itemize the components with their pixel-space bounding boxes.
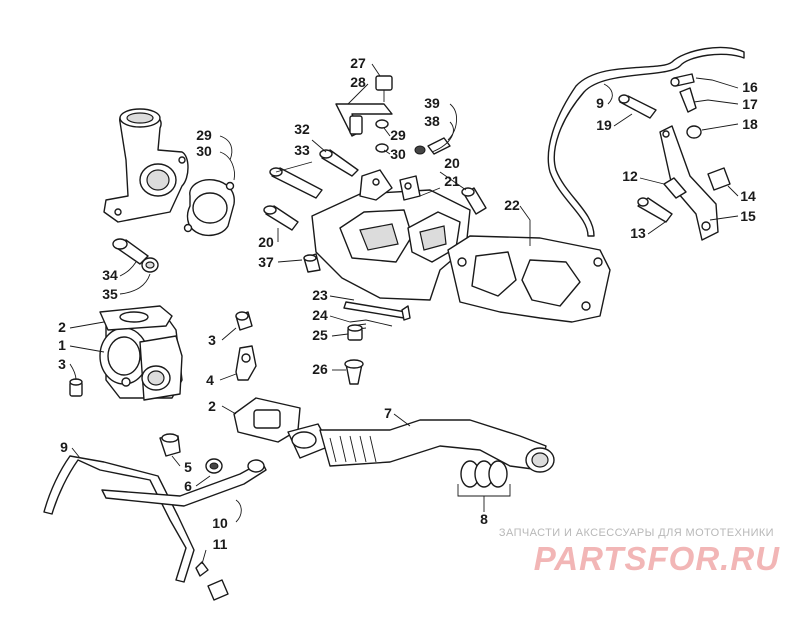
callout-label: 3 [208, 332, 216, 348]
callout-label: 25 [312, 327, 328, 343]
gasket-2-lower [233, 397, 301, 443]
hose-9-lower [43, 455, 195, 583]
callout-label: 17 [742, 96, 758, 112]
callout-label: 29 [196, 127, 212, 143]
bolt-12 [663, 177, 687, 199]
washer-36 [141, 257, 159, 273]
callout-label: 20 [444, 155, 460, 171]
callout-label: 27 [350, 55, 366, 71]
bolt-20-right [461, 187, 487, 215]
callout-label: 26 [312, 361, 328, 377]
callout-label: 16 [742, 79, 758, 95]
callout-label: 30 [390, 146, 406, 162]
callout-label: 9 [60, 439, 68, 455]
callout-label: 29 [390, 127, 406, 143]
sensor-29 [375, 75, 393, 102]
pin-16 [670, 73, 695, 87]
callout-label: 20 [258, 234, 274, 250]
callout-label: 6 [184, 478, 192, 494]
callout-label: 39 [424, 95, 440, 111]
callout-label: 37 [258, 254, 274, 270]
callout-label: 12 [622, 168, 638, 184]
gasket-2-upper [99, 305, 173, 331]
clip-17 [679, 87, 697, 113]
water-outlet-elbow [103, 108, 189, 223]
callout-label: 11 [213, 536, 228, 552]
callout-label: 18 [742, 116, 758, 132]
bolt-38-39 [414, 137, 451, 155]
watermark-brand: PARTSFOR.RU [534, 540, 780, 577]
callout-label: 9 [596, 95, 604, 111]
clamp-11 [195, 561, 229, 601]
callout-label: 14 [740, 188, 756, 204]
callout-label: 8 [480, 511, 488, 527]
leader-lines [69, 63, 739, 565]
callout-label: 22 [504, 197, 520, 213]
callout-label: 2 [58, 319, 66, 335]
watermark-tagline: ЗАПЧАСТИ И АКСЕССУАРЫ ДЛЯ МОТОТЕХНИКИ [499, 527, 774, 539]
bolt-27 [319, 149, 359, 177]
callout-label: 5 [184, 459, 192, 475]
callout-label: 2 [208, 398, 216, 414]
callout-label: 3 [58, 356, 66, 372]
callout-label: 33 [294, 142, 310, 158]
intake-pipe [287, 419, 555, 473]
stud-37 [303, 253, 321, 273]
callout-label: 1 [58, 337, 66, 353]
intake-flange [99, 315, 183, 401]
hose-10 [101, 459, 267, 507]
bolt-3-mid [235, 311, 253, 331]
bolt-35 [112, 238, 149, 265]
callout-label: 30 [196, 143, 212, 159]
hose-9-upper [547, 46, 745, 237]
callout-label: 24 [312, 307, 328, 323]
callout-label: 19 [596, 117, 612, 133]
bushing-25 [347, 324, 363, 341]
callout-label: 4 [206, 372, 214, 388]
callout-label: 10 [212, 515, 228, 531]
callout-label: 34 [102, 267, 118, 283]
callout-label: 23 [312, 287, 328, 303]
rod-23 [343, 301, 411, 321]
bolt-3-left [69, 378, 83, 397]
intake-manifold [311, 169, 471, 301]
bracket-4 [235, 345, 257, 381]
callout-label: 15 [740, 208, 756, 224]
sensor-bracket-30 [335, 103, 393, 137]
o-ring-31 [375, 119, 389, 129]
bolt-26 [344, 359, 364, 385]
bushing-18 [686, 125, 702, 139]
callout-label: 7 [384, 405, 392, 421]
callout-label: 28 [350, 74, 366, 90]
callout-labels: 29 30 34 35 2 1 3 3 4 2 7 8 9 5 6 10 11 … [58, 55, 758, 552]
callout-label: 21 [444, 173, 460, 189]
bushing-14 [707, 167, 731, 191]
bolt-19 [618, 94, 657, 119]
o-rings-8 [460, 460, 508, 488]
bolt-20-left [263, 205, 299, 231]
callout-label: 13 [630, 225, 646, 241]
callout-label: 38 [424, 113, 440, 129]
watermark: ЗАПЧАСТИ И АКСЕССУАРЫ ДЛЯ МОТОТЕХНИКИ PA… [499, 527, 780, 577]
fitting-5 [159, 433, 181, 457]
bolt-13 [637, 197, 673, 223]
callout-label: 32 [294, 121, 310, 137]
washer-32 [375, 143, 389, 153]
manifold-gasket-22 [447, 235, 611, 323]
bolt-28 [269, 167, 323, 199]
water-outlet-gasket [183, 179, 235, 237]
callout-label: 35 [102, 286, 118, 302]
nut-6 [205, 458, 223, 474]
